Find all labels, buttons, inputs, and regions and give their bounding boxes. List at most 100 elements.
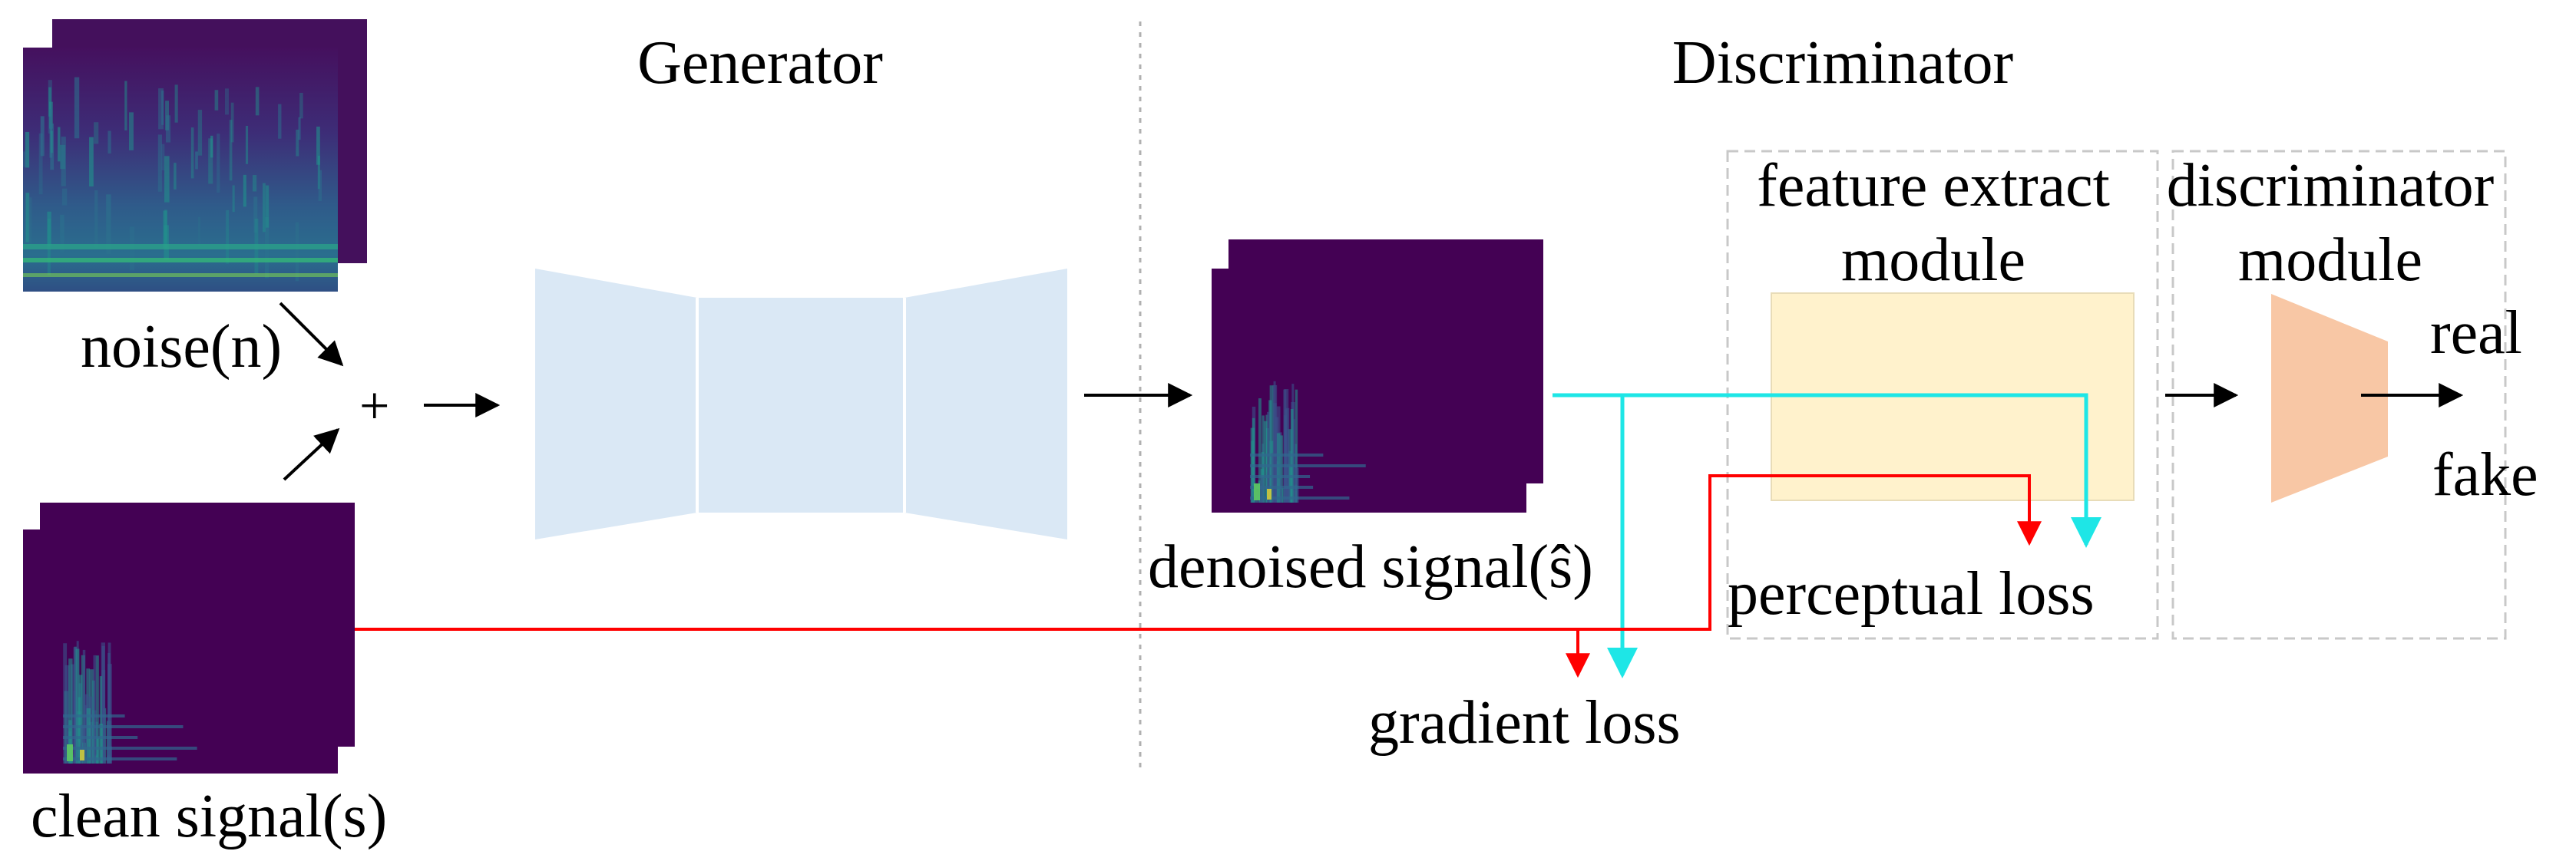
spectrogram-texture [165, 101, 170, 130]
spectrogram-texture [50, 124, 55, 170]
spectrogram-texture [86, 708, 91, 764]
spectrogram-texture [1267, 489, 1271, 500]
spectrogram-texture [164, 156, 170, 203]
spectrogram-texture [38, 133, 43, 195]
real-label: real [2430, 299, 2522, 367]
feature-module-title-line2: module [1841, 226, 2025, 294]
spectrogram-texture [190, 127, 194, 179]
spectrogram-texture [174, 84, 178, 123]
spectrogram-texture [263, 183, 266, 233]
spectrogram-texture [214, 90, 219, 111]
spectrogram-texture [158, 88, 164, 130]
spectrogram-texture [232, 185, 235, 213]
spectrogram-texture [217, 134, 220, 193]
spectrogram-texture [60, 214, 64, 253]
spectrogram-texture [1254, 483, 1260, 500]
spectrogram-texture [1276, 433, 1281, 503]
generator-title: Generator [637, 29, 883, 97]
spectrogram-texture [99, 676, 103, 764]
spectrogram-texture [1269, 385, 1274, 503]
spectrogram-texture [157, 134, 162, 192]
spectrogram-texture [74, 77, 80, 139]
sum-symbol: + [359, 377, 389, 436]
spectrogram-texture [1267, 411, 1271, 503]
spectrogram-texture [1250, 486, 1314, 489]
spectrogram-texture [75, 648, 80, 764]
spectrogram-texture [1263, 421, 1268, 503]
spectrogram-texture [174, 163, 177, 190]
spectrogram-texture [195, 151, 198, 170]
spectrogram-texture [68, 658, 73, 764]
spectrogram-texture [73, 647, 77, 764]
spectrogram-texture [316, 126, 320, 165]
spectrogram-texture [64, 665, 70, 764]
spectrogram-texture [61, 137, 66, 186]
spectrogram-texture [226, 209, 230, 264]
spectrogram-texture [68, 720, 72, 764]
noise-label: noise(n) [81, 313, 282, 381]
spectrogram-texture [1273, 381, 1276, 503]
spectrogram-texture [1294, 467, 1299, 503]
noise-spectrogram-icon [23, 19, 367, 292]
spectrogram-texture [63, 757, 177, 760]
spectrogram-texture [94, 122, 99, 144]
spectrogram-texture [67, 744, 73, 761]
spectrogram-texture [107, 130, 111, 154]
spectrogram-texture [80, 750, 84, 760]
spectrogram-texture [161, 144, 165, 171]
denoised-spectrogram-icon [1212, 239, 1543, 513]
disc-module-title-line1: discriminator [2167, 152, 2495, 219]
spectrogram-texture [107, 642, 111, 764]
clean-label: clean signal(s) [31, 783, 387, 850]
spectrogram-texture [266, 185, 270, 228]
spectrogram-texture [107, 746, 112, 764]
spectrogram-texture [23, 151, 27, 167]
spectrogram-texture [255, 87, 260, 116]
spectrogram-texture [1287, 487, 1291, 503]
spectrogram-texture [253, 196, 258, 233]
spectrogram-texture [224, 88, 229, 115]
disc-module-title-line2: module [2238, 226, 2422, 294]
perceptual-loss-label: perceptual loss [1728, 560, 2095, 628]
spectrogram-texture [95, 655, 99, 764]
spectrogram-texture [28, 197, 32, 246]
spectrogram-texture [63, 747, 197, 750]
spectrogram-texture [1260, 477, 1264, 503]
feature-module-title-line1: feature extract [1757, 152, 2110, 219]
noise-to-sum-arrow [279, 302, 344, 367]
spectrogram-texture [50, 130, 54, 153]
spectrogram-texture [78, 675, 83, 764]
spectrogram-texture [93, 655, 97, 764]
spectrogram-texture [245, 125, 249, 164]
spectrogram-texture [1250, 475, 1311, 478]
gradient-loss-label: gradient loss [1368, 689, 1681, 757]
spectrogram-texture [101, 645, 105, 764]
spectrogram-texture [164, 225, 169, 260]
clean-to-sum-arrow [283, 427, 340, 481]
spectrogram-texture [1250, 496, 1350, 500]
denoised-label: denoised signal(ŝ) [1148, 533, 1593, 601]
spectrogram-texture [210, 135, 213, 158]
spectrogram-texture [94, 190, 98, 248]
spectrogram-texture [164, 209, 167, 248]
spectrogram-texture [1262, 415, 1265, 503]
spectrogram-texture [298, 117, 301, 140]
spectrogram-texture [96, 737, 100, 764]
spectrogram-texture [63, 714, 125, 718]
spectrogram-texture [82, 649, 86, 764]
spectrogram-texture [295, 222, 299, 282]
spectrogram-texture [318, 170, 322, 201]
spectrogram-texture [1280, 435, 1283, 503]
spectrogram-texture [124, 81, 127, 130]
spectrogram-texture [299, 92, 303, 119]
spectrogram-texture [165, 115, 171, 143]
spectrogram-texture [1281, 488, 1286, 503]
spectrogram-texture [1295, 389, 1298, 503]
spectrogram-texture [1292, 419, 1295, 503]
spectrogram-texture [198, 216, 201, 247]
spectrogram-texture [243, 174, 246, 207]
fake-label: fake [2432, 441, 2538, 509]
spectrogram-texture [161, 91, 164, 125]
spectrogram-texture [230, 102, 234, 143]
spectrogram-texture [208, 138, 213, 184]
